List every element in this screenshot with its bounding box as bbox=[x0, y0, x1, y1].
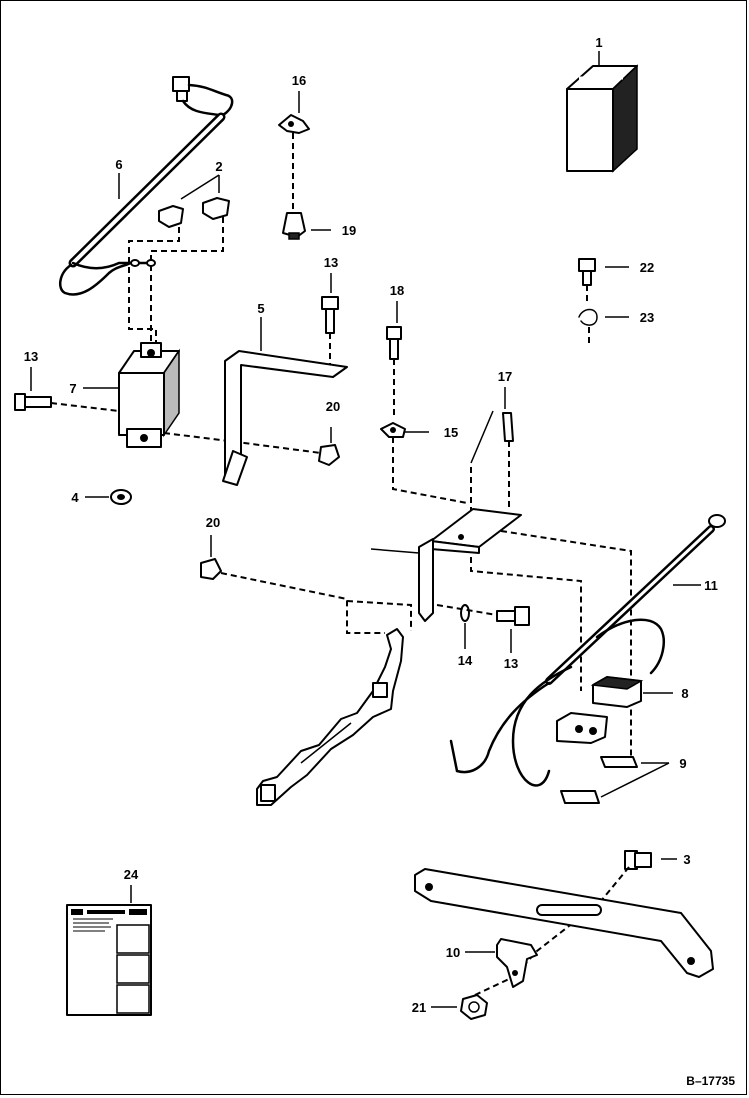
part-17-screw bbox=[502, 412, 514, 442]
part-5-bracket bbox=[222, 350, 348, 486]
callout-20-upper: 20 bbox=[326, 399, 340, 414]
part-22-bolt bbox=[578, 258, 596, 286]
callout-21: 21 bbox=[412, 1000, 426, 1015]
part-23-clip bbox=[578, 308, 598, 326]
part-7-module bbox=[118, 342, 180, 448]
callout-14: 14 bbox=[458, 653, 473, 668]
callout-9: 9 bbox=[679, 756, 686, 771]
callout-15: 15 bbox=[444, 425, 458, 440]
part-13-bolt-right bbox=[496, 606, 530, 626]
callout-17: 17 bbox=[498, 369, 512, 384]
part-20-nut-lower bbox=[200, 558, 222, 580]
callout-7: 7 bbox=[69, 381, 76, 396]
part-6-cable bbox=[58, 76, 234, 296]
callout-1: 1 bbox=[595, 35, 602, 50]
center-bracket bbox=[418, 508, 522, 622]
mounting-plate bbox=[414, 868, 714, 978]
part-11-cable bbox=[449, 514, 726, 787]
part-13-bolt-left bbox=[14, 393, 52, 411]
callout-20-lower: 20 bbox=[206, 515, 220, 530]
part-1-box bbox=[566, 64, 638, 173]
part-19-screw bbox=[282, 212, 306, 240]
callout-8: 8 bbox=[681, 686, 688, 701]
callout-6: 6 bbox=[115, 157, 122, 172]
part-2-clips bbox=[158, 197, 230, 228]
frame-rail bbox=[256, 628, 404, 806]
part-20-nut-upper bbox=[318, 427, 340, 466]
callout-3: 3 bbox=[683, 852, 690, 867]
part-3-bolt bbox=[624, 850, 652, 870]
part-16-clip bbox=[278, 114, 310, 134]
callout-11: 11 bbox=[704, 578, 718, 593]
callout-22: 22 bbox=[640, 260, 654, 275]
part-9-brackets bbox=[560, 756, 638, 804]
part-21-nut bbox=[460, 994, 488, 1020]
part-15-clip bbox=[380, 422, 406, 438]
callout-23: 23 bbox=[640, 310, 654, 325]
callout-5: 5 bbox=[257, 301, 264, 316]
figure-reference: B–17735 bbox=[686, 1074, 735, 1088]
callout-18: 18 bbox=[390, 283, 404, 298]
callout-13-top: 13 bbox=[324, 255, 338, 270]
part-8-switch bbox=[556, 676, 644, 744]
callout-2: 2 bbox=[215, 159, 222, 174]
part-24-decal-sheet bbox=[66, 904, 152, 1016]
callout-13-right: 13 bbox=[504, 656, 518, 671]
callout-16: 16 bbox=[292, 73, 306, 88]
callout-13-left: 13 bbox=[24, 349, 38, 364]
part-4-washer bbox=[110, 489, 132, 505]
callout-19: 19 bbox=[342, 223, 356, 238]
callout-24: 24 bbox=[124, 867, 139, 882]
part-14-washer bbox=[460, 604, 470, 622]
part-13-bolt-top bbox=[321, 296, 339, 334]
part-10-bracket bbox=[496, 938, 538, 988]
part-18-bolt bbox=[386, 326, 402, 360]
callout-10: 10 bbox=[446, 945, 460, 960]
callout-4: 4 bbox=[71, 490, 79, 505]
